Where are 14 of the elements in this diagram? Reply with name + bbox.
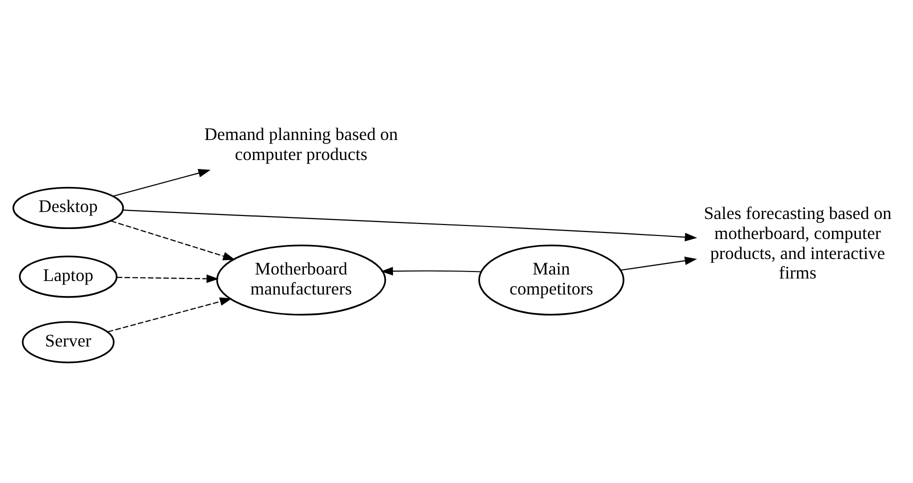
arrow bbox=[380, 266, 482, 275]
arrow bbox=[620, 256, 698, 270]
node-ellipse: Server bbox=[22, 320, 115, 363]
node-ellipse: Main competitors bbox=[478, 244, 624, 316]
node-ellipse: Laptop bbox=[18, 255, 118, 298]
node-text: Demand planning based on computer products bbox=[204, 124, 398, 164]
node-ellipse: Desktop bbox=[12, 186, 124, 229]
arrow bbox=[113, 168, 211, 196]
arrow bbox=[116, 274, 219, 282]
arrow bbox=[108, 296, 232, 332]
node-ellipse: Motherboard manufacturers bbox=[216, 244, 386, 316]
arrow bbox=[110, 220, 236, 260]
node-text: Sales forecasting based on motherboard, computer products, and interactive firms bbox=[704, 202, 892, 282]
arrow bbox=[122, 209, 698, 241]
